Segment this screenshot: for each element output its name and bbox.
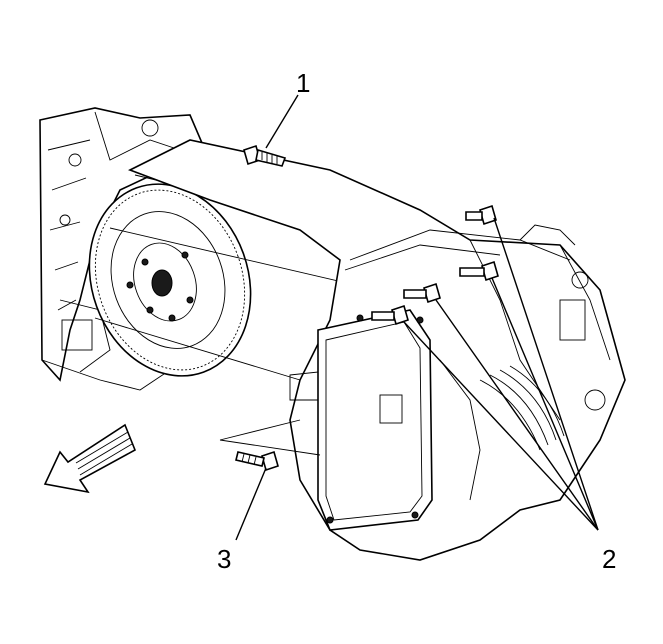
callout-1: 1	[296, 68, 310, 98]
bolt-2b	[459, 260, 499, 282]
bolt-1	[243, 144, 287, 167]
callout-3: 3	[217, 544, 231, 574]
bolt-2c	[403, 282, 441, 304]
bolt-2d	[371, 304, 409, 326]
arrow-down-left-icon	[43, 423, 137, 494]
leader-lines	[219, 94, 599, 541]
bolt-3	[235, 450, 279, 472]
callout-2: 2	[602, 544, 616, 574]
side-cover	[289, 309, 433, 531]
bolt-2a	[465, 204, 497, 226]
flywheel	[88, 183, 252, 377]
